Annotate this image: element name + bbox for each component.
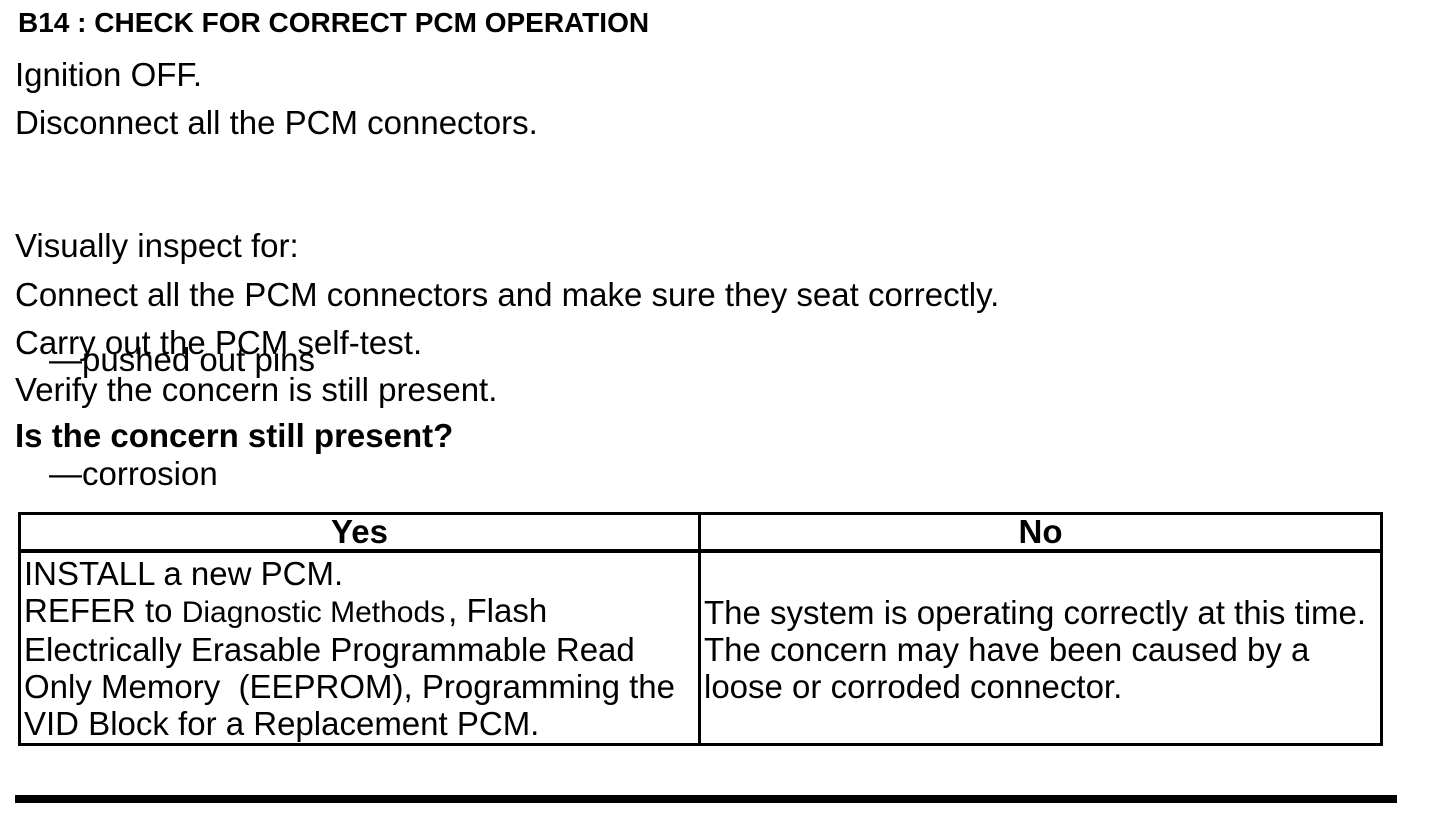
instruction-ignition-off: Ignition OFF. — [15, 56, 203, 93]
results-table-body-row: INSTALL a new PCM. REFER to Diagnostic M… — [18, 549, 1383, 746]
instruction-verify-concern: Verify the concern is still present. — [15, 371, 498, 408]
results-table-header-row: Yes No — [18, 512, 1383, 553]
instruction-connect: Connect all the PCM connectors and make … — [15, 276, 1000, 313]
yes-action-line3: Electrically Erasable Programmable Read — [24, 631, 635, 668]
decision-question: Is the concern still present? — [15, 417, 454, 454]
instruction-disconnect: Disconnect all the PCM connectors. — [15, 104, 538, 141]
instruction-visual-inspect: Visually inspect for: — [15, 227, 299, 264]
instruction-visual-inspect-block: Visually inspect for: —pushed out pins —… — [15, 151, 315, 569]
no-action-line1: The system is operating correctly at thi… — [704, 593, 1367, 631]
step-title: B14 : CHECK FOR CORRECT PCM OPERATION — [18, 7, 650, 38]
horizontal-rule — [15, 795, 1397, 803]
no-action-line3: loose or corroded connector. — [704, 667, 1123, 705]
no-column-header: No — [698, 512, 1383, 553]
yes-action-cell: INSTALL a new PCM. REFER to Diagnostic M… — [18, 549, 701, 746]
refer-suffix: , Flash — [448, 592, 548, 629]
instruction-self-test: Carry out the PCM self-test. — [15, 324, 423, 361]
yes-action-line5: VID Block for a Replacement PCM. — [24, 705, 540, 742]
yes-action-install: INSTALL a new PCM. — [24, 555, 344, 592]
diagnostic-methods-link[interactable]: Diagnostic Methods — [181, 596, 446, 629]
no-action-line2: The concern may have been caused by a — [704, 630, 1310, 668]
yes-action-line4: Only Memory (EEPROM), Programming the — [24, 668, 675, 705]
refer-prefix: REFER to — [24, 592, 182, 629]
yes-column-header: Yes — [18, 512, 701, 553]
yes-action-refer-line: REFER to Diagnostic Methods, Flash — [24, 592, 696, 631]
no-action-cell: The system is operating correctly at thi… — [698, 549, 1383, 746]
inspect-item-pushed-out-pins: —pushed out pins — [49, 341, 316, 378]
inspect-item-corrosion: —corrosion — [49, 455, 218, 492]
results-table: Yes No INSTALL a new PCM. REFER to Diagn… — [18, 512, 1383, 746]
